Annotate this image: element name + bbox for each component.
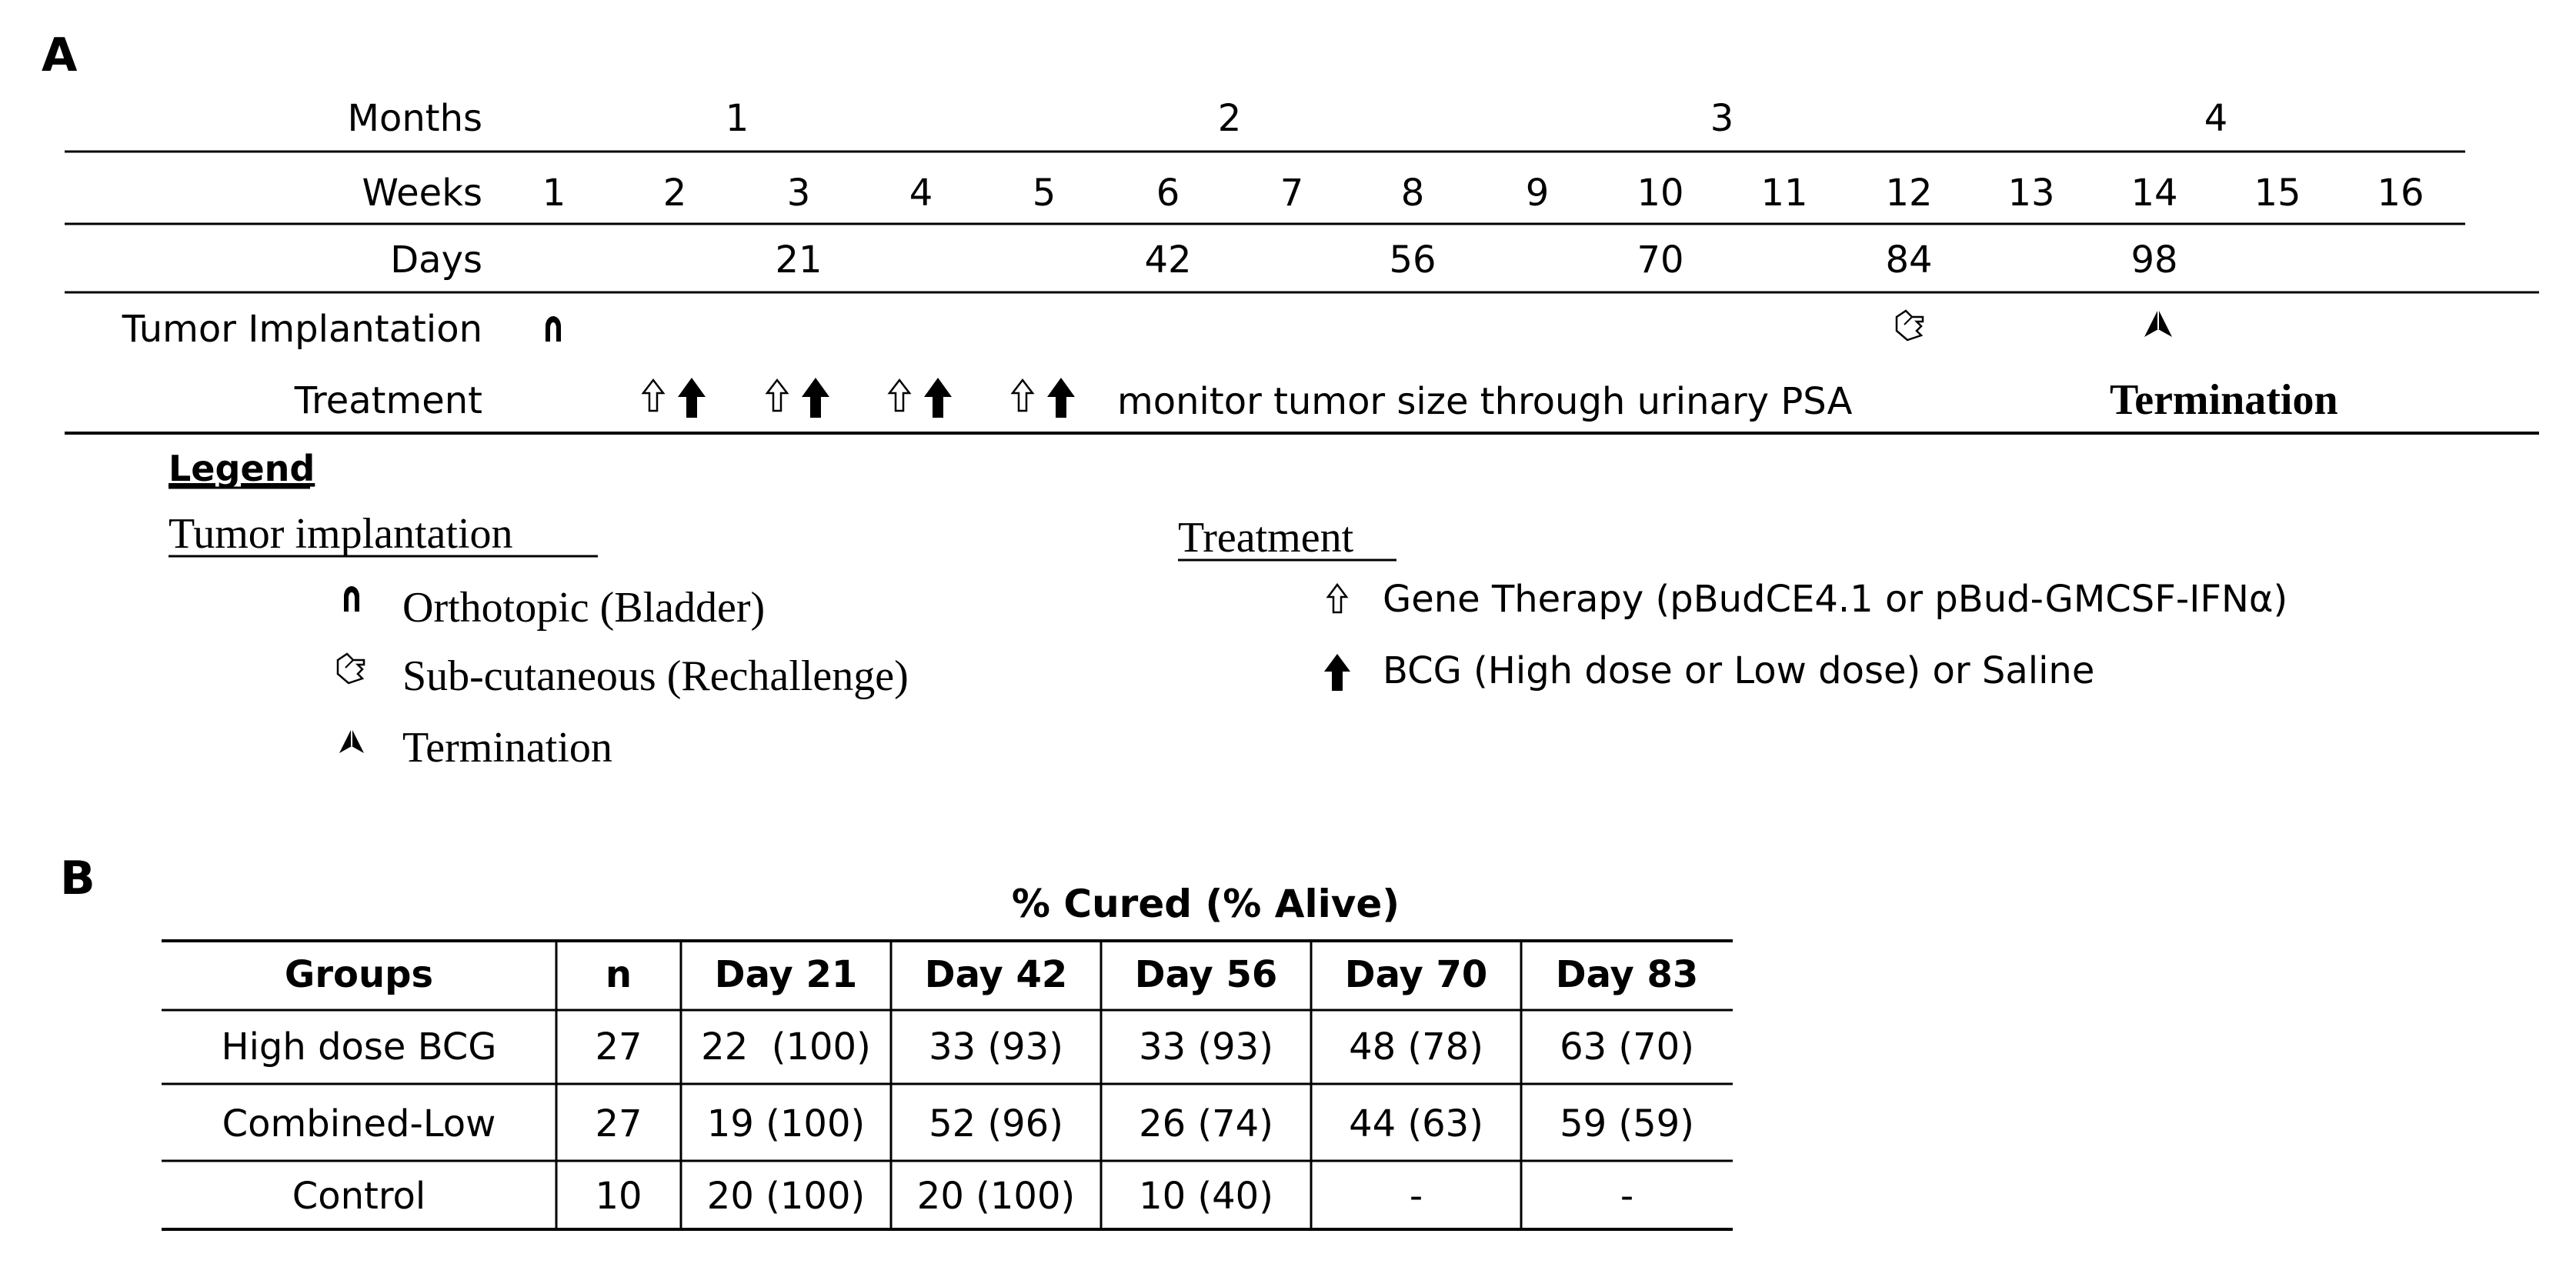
timeline-labels: Months Weeks Days Tumor Implantation Tre… xyxy=(122,97,482,422)
legend-solid-up-arrow-icon xyxy=(1324,654,1350,691)
week-value: 9 xyxy=(1526,172,1550,215)
treatment-arrows xyxy=(641,378,1075,418)
week-value: 11 xyxy=(1760,172,1807,215)
pointing-hand-icon xyxy=(1895,309,1924,342)
legend: Legend Tumor implantation Orthotopic (Bl… xyxy=(169,448,2287,772)
table-cell: 22 (100) xyxy=(701,1025,871,1069)
week-value: 2 xyxy=(663,172,687,215)
month-value: 3 xyxy=(1710,97,1734,140)
week-value: 16 xyxy=(2377,172,2424,215)
week-value: 5 xyxy=(1033,172,1056,215)
table-cell: 33 (93) xyxy=(1139,1025,1273,1069)
hollow-up-arrow-icon xyxy=(641,378,666,412)
months-row: 1 2 3 4 xyxy=(726,97,2228,140)
week-value: 1 xyxy=(542,172,566,215)
day-value: 84 xyxy=(1885,238,1932,282)
termination-text: Termination xyxy=(2110,376,2338,424)
table-cell: 44 (63) xyxy=(1349,1102,1483,1145)
day-value: 70 xyxy=(1637,238,1683,282)
table-cell: 48 (78) xyxy=(1349,1025,1483,1069)
hollow-up-arrow-icon xyxy=(765,378,789,412)
legend-termination-text: Termination xyxy=(402,724,612,772)
legend-subcutaneous-text: Sub-cutaneous (Rechallenge) xyxy=(402,652,909,700)
table-cell: Control xyxy=(292,1175,426,1218)
table-cell: 63 (70) xyxy=(1560,1025,1694,1069)
weeks-label: Weeks xyxy=(362,172,482,215)
table-cell: 27 xyxy=(595,1025,642,1069)
week-value: 7 xyxy=(1280,172,1304,215)
legend-horseshoe-icon xyxy=(344,586,359,612)
week-value: 8 xyxy=(1401,172,1425,215)
table-header-cell: Day 21 xyxy=(715,953,858,996)
tumor-implantation-label: Tumor Implantation xyxy=(122,308,482,351)
table-header-cell: Day 70 xyxy=(1345,953,1488,996)
legend-tumor-heading: Tumor implantation xyxy=(169,510,513,558)
table-header-cell: Groups xyxy=(285,953,433,996)
week-value: 12 xyxy=(1885,172,1932,215)
legend-arrowhead-icon xyxy=(339,729,364,753)
month-value: 1 xyxy=(726,97,749,140)
days-row: 21 42 56 70 84 98 xyxy=(775,238,2177,282)
table-cell: - xyxy=(1620,1175,1633,1218)
legend-pointing-hand-icon xyxy=(336,652,365,685)
solid-up-arrow-icon xyxy=(924,378,952,418)
week-value: 13 xyxy=(2007,172,2054,215)
table-cell: 10 xyxy=(595,1175,642,1218)
legend-orthotopic-text: Orthotopic (Bladder) xyxy=(402,584,765,632)
month-value: 4 xyxy=(2204,97,2228,140)
results-table: Groups n Day 21 Day 42 Day 56 Day 70 Day 83 Hig… xyxy=(162,939,1733,1231)
table-header-cell: n xyxy=(606,953,632,996)
day-value: 98 xyxy=(2131,238,2177,282)
table-cell: 10 (40) xyxy=(1139,1175,1273,1218)
table-header-cell: Day 56 xyxy=(1135,953,1278,996)
table-cell: 33 (93) xyxy=(929,1025,1063,1069)
treatment-label: Treatment xyxy=(294,379,482,422)
table-cell: 20 (100) xyxy=(707,1175,865,1218)
day-value: 42 xyxy=(1144,238,1191,282)
solid-up-arrow-icon xyxy=(1047,378,1075,418)
solid-up-arrow-icon xyxy=(678,378,706,418)
week-value: 3 xyxy=(787,172,811,215)
table-title: % Cured (% Alive) xyxy=(1012,882,1400,926)
legend-hollow-up-arrow-icon xyxy=(1326,582,1349,614)
table-cell: 52 (96) xyxy=(929,1102,1063,1145)
table-header-cell: Day 42 xyxy=(925,953,1068,996)
table-cell: 27 xyxy=(595,1102,642,1145)
panel-b-label: B xyxy=(60,852,95,905)
week-value: 4 xyxy=(909,172,933,215)
table-header-cell: Day 83 xyxy=(1556,953,1699,996)
hollow-up-arrow-icon xyxy=(1010,378,1035,412)
day-value: 56 xyxy=(1389,238,1436,282)
week-value: 6 xyxy=(1156,172,1180,215)
table-cell: High dose BCG xyxy=(221,1025,496,1069)
table-cell: 26 (74) xyxy=(1139,1102,1273,1145)
table-cell: 59 (59) xyxy=(1560,1102,1694,1145)
monitor-text: monitor tumor size through urinary PSA xyxy=(1117,380,1853,423)
table-cell: Combined-Low xyxy=(222,1102,496,1145)
week-value: 10 xyxy=(1637,172,1683,215)
panel-a-label: A xyxy=(42,28,78,82)
days-label: Days xyxy=(390,238,482,282)
month-value: 2 xyxy=(1218,97,1242,140)
hollow-up-arrow-icon xyxy=(887,378,912,412)
table-cell: 19 (100) xyxy=(707,1102,865,1145)
solid-up-arrow-icon xyxy=(802,378,829,418)
arrowhead-icon xyxy=(2144,309,2172,337)
legend-gene-therapy-text: Gene Therapy (pBudCE4.1 or pBud-GMCSF-IF… xyxy=(1383,578,2287,621)
months-label: Months xyxy=(348,97,482,140)
legend-title: Legend xyxy=(169,448,315,489)
week-value: 15 xyxy=(2254,172,2301,215)
day-value: 21 xyxy=(775,238,822,282)
table-cell: - xyxy=(1410,1175,1423,1218)
table-cell: 20 (100) xyxy=(917,1175,1075,1218)
legend-bcg-text: BCG (High dose or Low dose) or Saline xyxy=(1383,649,2094,692)
week-value: 14 xyxy=(2131,172,2177,215)
horseshoe-icon xyxy=(546,316,561,342)
legend-treatment-heading: Treatment xyxy=(1178,514,1354,562)
